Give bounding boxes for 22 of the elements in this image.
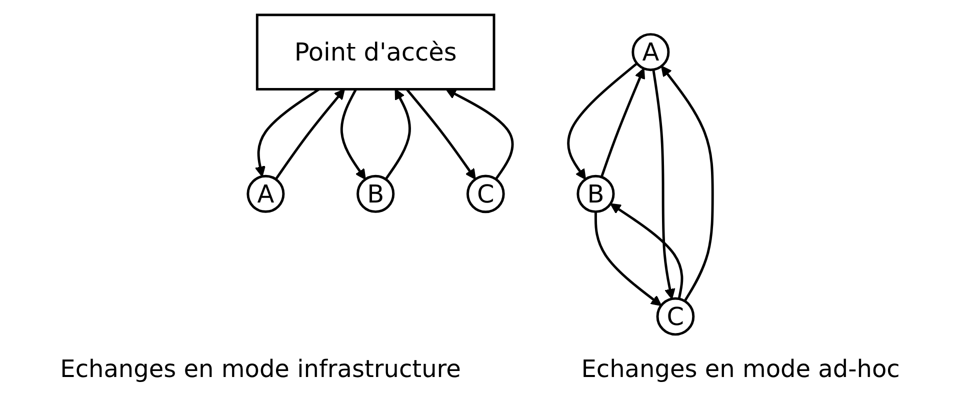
arrow xyxy=(600,68,645,178)
arrow xyxy=(445,88,514,180)
arrow xyxy=(610,203,683,300)
network-diagram: Point d'accès A B C A B C xyxy=(238,5,722,345)
arrow xyxy=(340,88,366,180)
arrow xyxy=(652,69,676,300)
caption-text: Echanges en mode infrastructure xyxy=(60,355,461,383)
node-box xyxy=(256,14,495,90)
node-circle xyxy=(656,297,694,336)
arrow xyxy=(594,212,662,306)
arrow xyxy=(566,62,638,180)
node-circle xyxy=(576,174,614,213)
node-circle xyxy=(631,33,670,72)
arrow xyxy=(405,88,476,180)
caption-text: Echanges en mode ad-hoc xyxy=(581,355,900,383)
node-circle xyxy=(356,174,394,213)
arrow xyxy=(384,88,411,180)
node-circle xyxy=(246,174,284,213)
arrow xyxy=(660,66,714,302)
arrow xyxy=(274,88,345,180)
node-circle xyxy=(466,174,505,214)
arrow xyxy=(254,88,320,177)
